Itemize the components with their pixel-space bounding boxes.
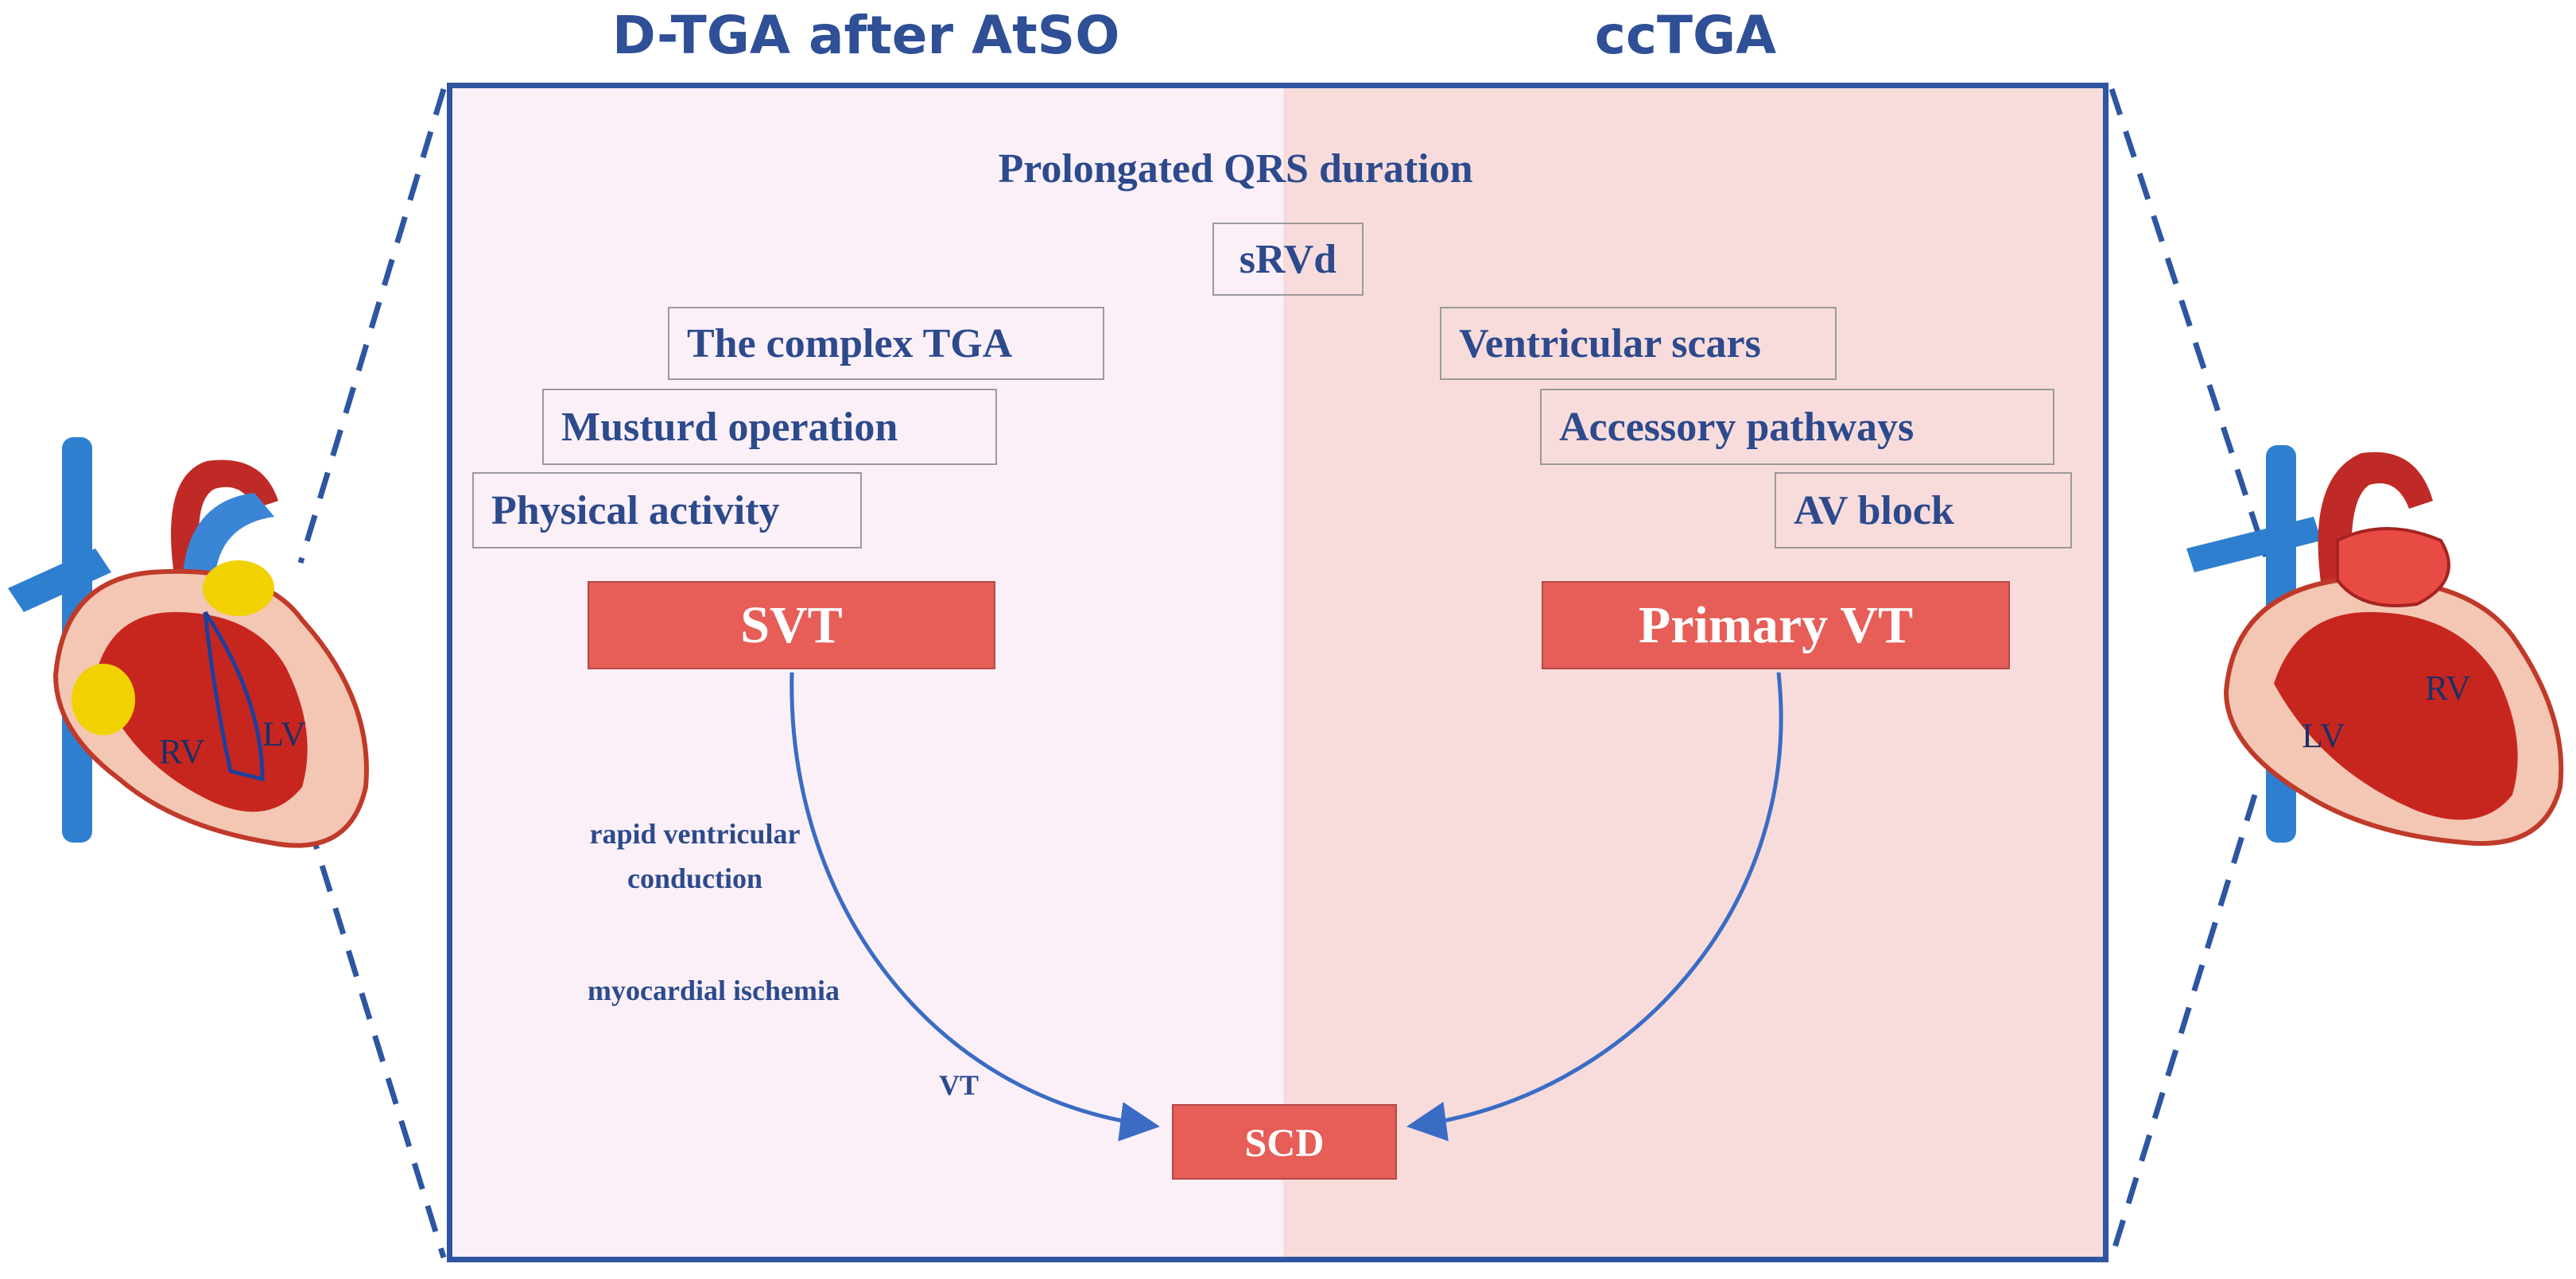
atrium-icon [2336,527,2450,607]
primary-vt-box: Primary VT [1542,581,2010,669]
scd-box: SCD [1172,1104,1397,1180]
blue-vessel-icon [183,493,274,580]
dashed-line-left-bottom [293,779,447,1259]
valve-right-icon [203,560,274,616]
factor-musturd-operation: Musturd operation [542,389,997,465]
arrow-vt-to-scd [1406,672,1783,1141]
heart-label-rv: RV [159,732,205,771]
factor-srvd: sRVd [1212,223,1364,296]
heading-cctga: ccTGA [1594,5,1777,66]
svt-box: SVT [588,581,995,669]
factor-ventricular-scars: Ventricular scars [1440,307,1837,380]
panel-left-half [452,88,1283,1257]
left-heart-illustration: RV LV [0,413,382,858]
dashed-line-left-top [297,87,447,564]
heart-label-lv: LV [2302,716,2345,755]
factor-complex-tga: The complex TGA [668,307,1104,380]
pathway-label-rapid-conduction: rapid ventricular conduction [589,818,801,894]
diagram-panel: Prolongated QRS duration sRVd The comple… [447,83,2109,1262]
factor-av-block: AV block [1775,472,2072,548]
factor-qrs-duration: Prolongated QRS duration [998,146,1473,192]
dashed-line-right-top [2109,87,2269,558]
right-heart-illustration: LV RV [2178,429,2576,858]
lv-outline [203,610,265,782]
factor-physical-activity: Physical activity [472,472,862,548]
heading-d-tga: D-TGA after AtSO [612,5,1120,66]
panel-right-half [1283,88,2103,1257]
heart-chambers [2274,612,2518,820]
valve-left-icon [72,664,135,735]
pulmonary-artery-icon [8,548,111,612]
pathway-arrows [789,672,1783,1141]
heart-label-rv: RV [2425,669,2471,707]
dashed-line-right-bottom [2109,793,2258,1259]
pathway-label-vt: VT [939,1069,980,1101]
heart-chambers [95,612,308,812]
arrow-svt-to-scd [789,672,1160,1141]
heart-label-lv: LV [262,715,306,754]
pulmonary-artery-icon [2186,517,2322,572]
factor-accessory-pathways: Accessory pathways [1540,389,2054,465]
pathway-label-myocardial-ischemia: myocardial ischemia [588,975,840,1006]
